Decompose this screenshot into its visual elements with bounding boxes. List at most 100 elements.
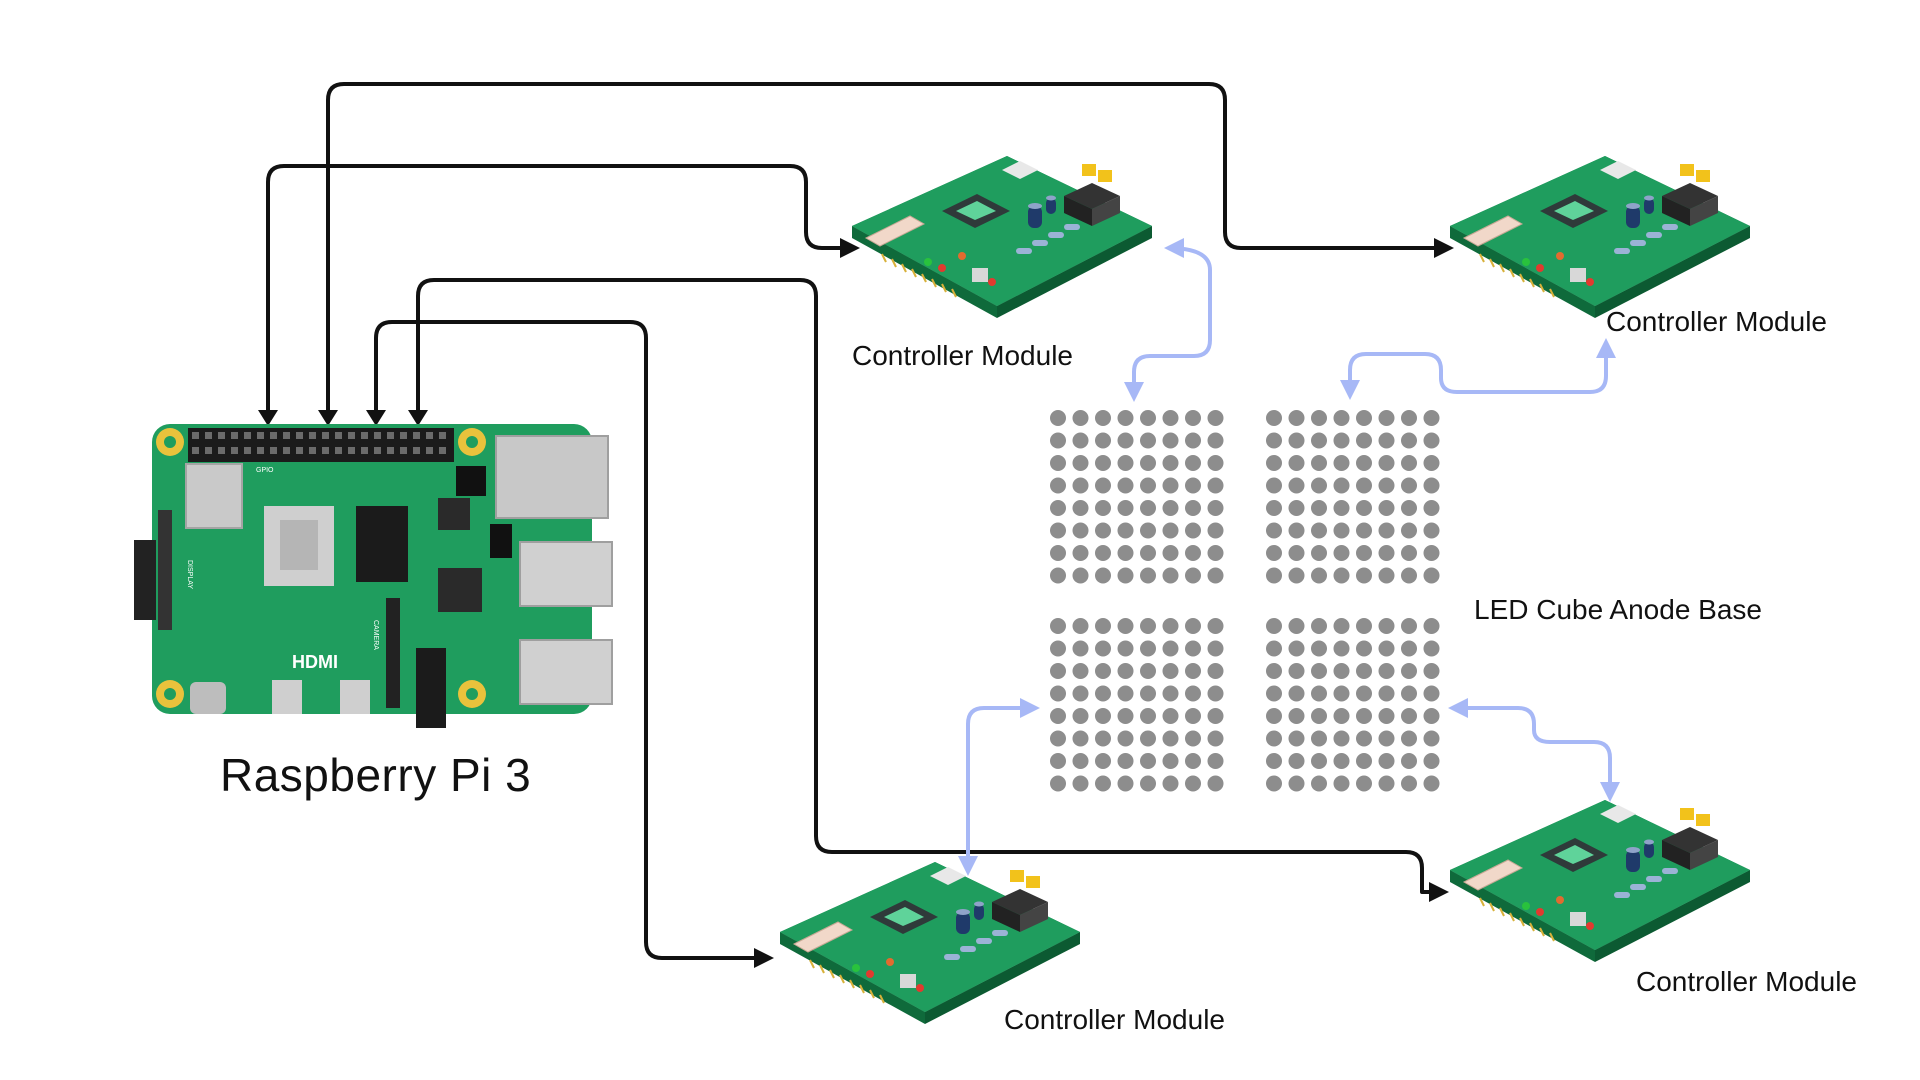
led-anode xyxy=(1140,567,1156,584)
led-anode xyxy=(1356,640,1372,657)
led-anode xyxy=(1423,500,1440,516)
led-anode xyxy=(1095,640,1111,657)
led-anode xyxy=(1140,410,1156,426)
led-anode xyxy=(1266,500,1282,516)
gpio-pin xyxy=(296,432,303,439)
wire-pi-to-top-left xyxy=(266,164,860,420)
link-top-left xyxy=(1124,238,1212,402)
led-anode xyxy=(1072,522,1089,539)
gpio-pin xyxy=(270,447,277,454)
gpio-pin xyxy=(231,432,238,439)
led-anode xyxy=(1288,753,1305,769)
led-anode xyxy=(1333,753,1350,769)
led-anode xyxy=(1117,522,1134,539)
led-anode xyxy=(1050,775,1066,792)
led-anode xyxy=(1311,753,1327,769)
gpio-pin xyxy=(361,432,368,439)
led-anode xyxy=(1288,500,1305,516)
led-anode xyxy=(1162,477,1179,494)
led-anode xyxy=(1378,685,1395,702)
led-anode xyxy=(1117,500,1134,516)
led-anode xyxy=(1185,640,1201,657)
led-anode xyxy=(1072,685,1089,702)
led-anode xyxy=(1140,455,1156,471)
led-anode xyxy=(1072,640,1089,657)
led-anode xyxy=(1050,730,1066,747)
led-anode xyxy=(1072,432,1089,449)
led-anode xyxy=(1266,663,1282,679)
led-anode xyxy=(1117,545,1134,561)
led-anode xyxy=(1140,753,1156,769)
led-anode xyxy=(1207,410,1224,426)
led-anode xyxy=(1423,685,1440,702)
led-anode xyxy=(1207,618,1224,634)
led-anode xyxy=(1140,522,1156,539)
led-anode xyxy=(1185,567,1201,584)
led-anode xyxy=(1356,522,1372,539)
led-anode xyxy=(1095,545,1111,561)
led-anode xyxy=(1050,455,1066,471)
led-anode xyxy=(1378,753,1395,769)
gpio-pin xyxy=(387,447,394,454)
led-anode xyxy=(1401,410,1417,426)
led-anode xyxy=(1333,567,1350,584)
controller-module-bottom-right xyxy=(1449,799,1751,963)
led-anode xyxy=(1140,640,1156,657)
led-anode xyxy=(1185,753,1201,769)
led-anode xyxy=(1356,432,1372,449)
led-anode xyxy=(1266,545,1282,561)
led-anode xyxy=(1288,640,1305,657)
led-anode xyxy=(1288,708,1305,724)
led-anode xyxy=(1356,567,1372,584)
led-anode xyxy=(1401,730,1417,747)
led-anode xyxy=(1356,730,1372,747)
led-quadrant-bottom-right xyxy=(1266,618,1440,792)
gpio-pin xyxy=(192,447,199,454)
led-anode xyxy=(1311,775,1327,792)
led-anode xyxy=(1185,775,1201,792)
led-anode xyxy=(1050,708,1066,724)
led-anode xyxy=(1356,708,1372,724)
led-anode xyxy=(1378,522,1395,539)
led-anode xyxy=(1356,775,1372,792)
gpio-pin xyxy=(257,432,264,439)
led-anode xyxy=(1423,640,1440,657)
led-anode xyxy=(1311,663,1327,679)
led-anode xyxy=(1050,522,1066,539)
led-anode xyxy=(1207,708,1224,724)
led-anode xyxy=(1162,730,1179,747)
led-anode xyxy=(1288,663,1305,679)
gpio-pin xyxy=(244,432,251,439)
led-anode xyxy=(1288,618,1305,634)
led-anode xyxy=(1378,618,1395,634)
led-anode xyxy=(1423,455,1440,471)
led-anode xyxy=(1288,522,1305,539)
led-anode xyxy=(1288,477,1305,494)
led-anode xyxy=(1207,730,1224,747)
label-controller-module-bottom-right: Controller Module xyxy=(1636,966,1857,997)
led-anode xyxy=(1333,640,1350,657)
led-anode xyxy=(1072,663,1089,679)
led-anode xyxy=(1333,775,1350,792)
gpio-pin xyxy=(309,447,316,454)
led-anode xyxy=(1311,685,1327,702)
led-anode xyxy=(1401,477,1417,494)
led-anode xyxy=(1266,410,1282,426)
led-anode xyxy=(1050,640,1066,657)
led-anode xyxy=(1423,545,1440,561)
led-anode xyxy=(1356,663,1372,679)
led-anode xyxy=(1333,618,1350,634)
gpio-pin xyxy=(322,432,329,439)
led-anode xyxy=(1095,753,1111,769)
gpio-pin xyxy=(218,432,225,439)
led-anode xyxy=(1401,522,1417,539)
led-anode xyxy=(1378,545,1395,561)
led-anode xyxy=(1266,775,1282,792)
led-anode xyxy=(1288,685,1305,702)
led-anode xyxy=(1401,618,1417,634)
led-anode xyxy=(1117,410,1134,426)
led-anode xyxy=(1356,685,1372,702)
led-anode xyxy=(1140,775,1156,792)
led-anode xyxy=(1288,455,1305,471)
led-anode xyxy=(1162,522,1179,539)
